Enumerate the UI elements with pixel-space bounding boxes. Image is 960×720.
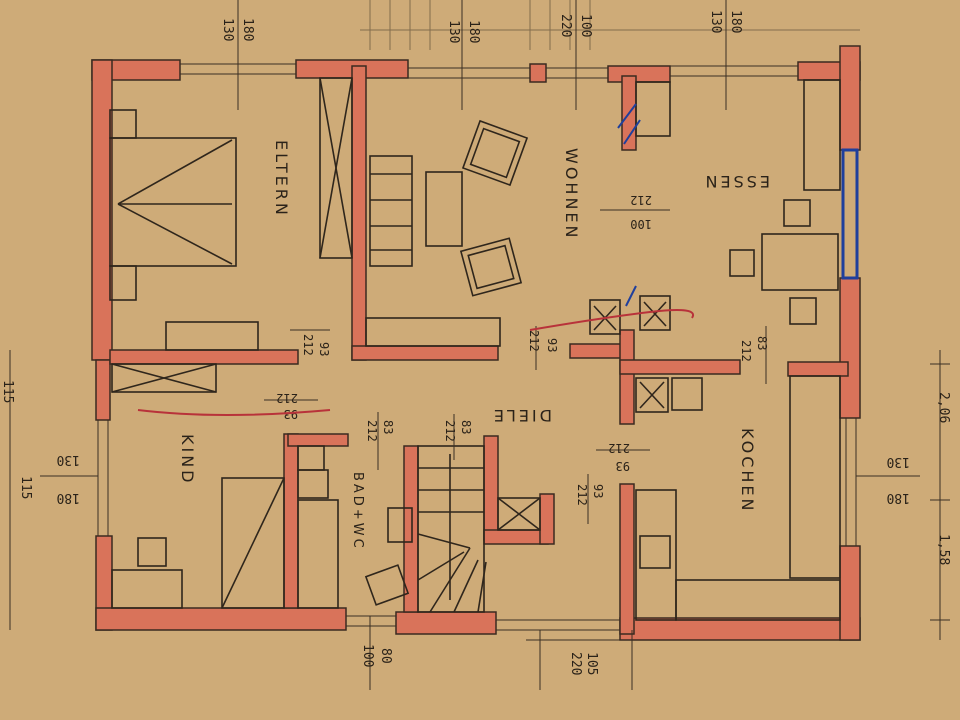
dim-left-2: 180: [57, 490, 80, 505]
wohnen-table: [425, 171, 463, 247]
eltern-wardrobe: [319, 77, 353, 259]
kind-bed: [221, 477, 285, 609]
side-dimensions: 130 180 130 180 2,06 1,58 115 115: [0, 350, 951, 640]
dim-kind-door-1: 212: [276, 391, 298, 405]
dim-kitchen-side-door-2: 93: [616, 459, 630, 473]
dim-essen-door-1: 212: [630, 193, 652, 207]
bad-bidet: [364, 564, 410, 606]
dim-bottom-b-1: 105: [584, 652, 599, 675]
essen-cabinet: [803, 79, 841, 191]
kind-wardrobe: [111, 363, 217, 393]
dim-eltern-door-2: 212: [301, 334, 315, 356]
kitchen-counter: [635, 375, 841, 621]
dim-bad-door-1: 83: [381, 420, 395, 434]
dim-kitchen-door-2: 212: [739, 340, 753, 362]
room-label-eltern: ELTERN: [272, 140, 291, 218]
essen-chair-3: [789, 297, 817, 325]
blue-pen-mark-2: [625, 285, 637, 307]
dim-right-edge-1: 2,06: [936, 392, 951, 423]
dim-kitchen-door-1: 83: [755, 336, 769, 350]
dim-top-d-1: 180: [728, 10, 743, 33]
door-dimensions: 93 212 93 212 212 100 83 212 212 93 83 2…: [264, 193, 769, 524]
bad-bathtub: [297, 499, 339, 609]
room-label-diele: DIELE: [491, 406, 552, 425]
dim-right-edge-2: 1,58: [936, 534, 951, 565]
room-label-essen: ESSEN: [703, 172, 771, 191]
dim-bottom-a-2: 80: [378, 648, 393, 664]
room-label-kind: KIND: [178, 434, 197, 486]
kind-chair: [137, 537, 167, 567]
bad-wc: [387, 507, 413, 543]
eltern-dresser: [165, 321, 259, 351]
dim-bottom-a-1: 100: [360, 644, 375, 667]
dim-wohnen-door-2: 212: [527, 330, 541, 352]
kind-desk: [111, 569, 183, 609]
dim-stair-door-1: 212: [443, 420, 457, 442]
dim-kind-door-2: 93: [284, 407, 298, 421]
dim-wohnen-door-1: 93: [545, 338, 559, 352]
dim-bottom-b-2: 220: [568, 652, 583, 675]
dim-kitchen-side-door-1: 212: [608, 441, 630, 455]
essen-table: [761, 233, 839, 291]
dim-top-b-2: 130: [446, 20, 461, 43]
dim-bad-door-2: 212: [365, 420, 379, 442]
top-dimensions: 180 130 180 130 100 220 180 130: [220, 0, 743, 110]
dim-top-a-1: 180: [240, 18, 255, 41]
dim-bad-lower-door-2: 212: [575, 484, 589, 506]
wohnen-armchair-top: [461, 119, 529, 187]
dim-bad-lower-door-1: 93: [591, 484, 605, 498]
wohnen-sofa: [369, 155, 413, 267]
room-label-kochen: KOCHEN: [738, 428, 757, 514]
dim-stair-door-2: 83: [459, 420, 473, 434]
room-label-bad-wc: BAD+WC: [350, 472, 365, 551]
dim-top-c-2: 220: [558, 14, 573, 37]
blue-pen-mark: [617, 103, 641, 145]
wohnen-sideboard: [365, 317, 501, 347]
dim-top-c-1: 100: [578, 14, 593, 37]
room-label-wohnen: WOHNEN: [562, 148, 581, 241]
dim-essen-door-2: 100: [630, 217, 652, 231]
essen-corner-unit: [635, 81, 671, 137]
windows: [97, 63, 857, 631]
dim-left-edge-1: 115: [0, 380, 15, 403]
blue-window-mark: [841, 148, 859, 280]
essen-chair-2: [729, 249, 755, 277]
top-grid: [360, 0, 860, 50]
dim-right-1: 130: [887, 454, 910, 469]
essen-chair-1: [783, 199, 811, 227]
dim-top-a-2: 130: [220, 18, 235, 41]
dim-left-1: 130: [57, 452, 80, 467]
dim-top-d-2: 130: [708, 10, 723, 33]
dim-right-2: 180: [887, 490, 910, 505]
inner-walls: [109, 65, 849, 635]
wohnen-armchair-bottom: [459, 237, 523, 297]
dim-eltern-door-1: 93: [317, 342, 331, 356]
red-annotation-arrow-1: [529, 309, 695, 331]
eltern-bed: [109, 109, 237, 301]
red-annotation-arrow-2: [137, 409, 331, 416]
dim-left-edge-2: 115: [18, 476, 33, 499]
dim-top-b-1: 180: [466, 20, 481, 43]
staircase: [417, 445, 541, 613]
bottom-dimensions: 100 80 105 220: [360, 616, 633, 690]
bad-shower: [297, 445, 325, 471]
